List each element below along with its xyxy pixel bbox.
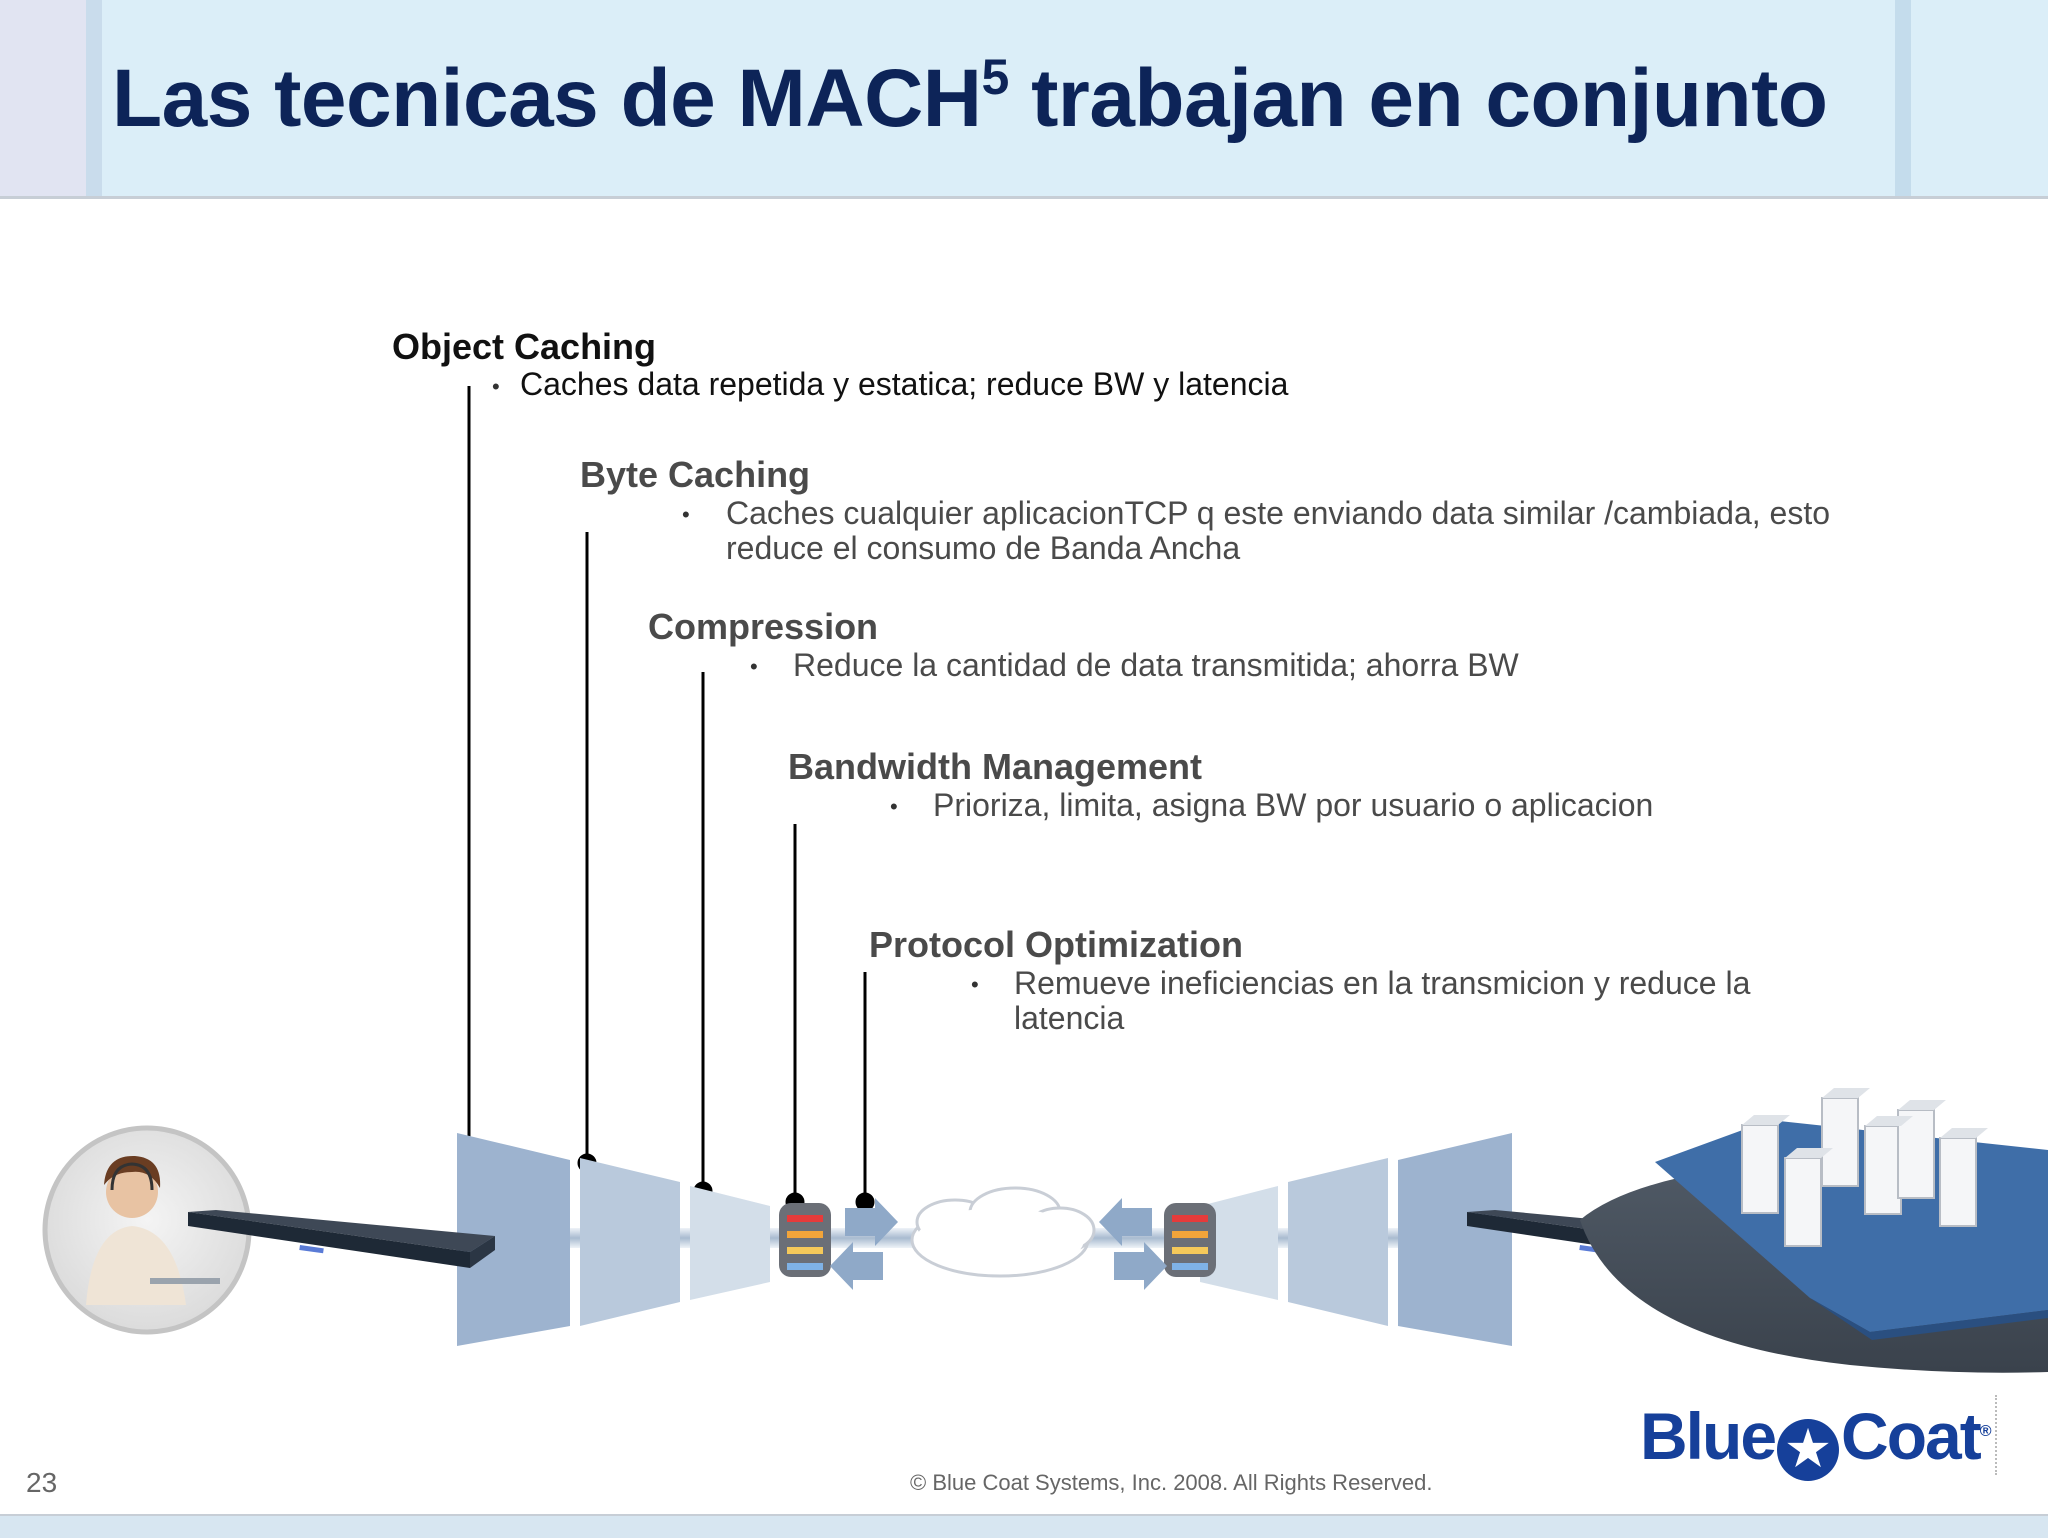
- logo-star-icon: ★: [1777, 1419, 1840, 1481]
- bullet: •: [890, 794, 898, 819]
- blue-coat-logo: Blue★Coat®: [1640, 1398, 1991, 1481]
- footer-band: [0, 1514, 2048, 1538]
- right-funnel: [1200, 1133, 1512, 1346]
- page-number: 23: [26, 1467, 58, 1498]
- server-cluster-icon: [1580, 1088, 2048, 1373]
- slide-title: Las tecnicas de MACH5 trabajan en conjun…: [112, 48, 1828, 144]
- header-accent-band: [86, 0, 102, 196]
- arrow-icon: [830, 1198, 1167, 1290]
- slide-header: [0, 0, 2048, 199]
- technique-heading-protocol-optimization: Protocol Optimization: [869, 924, 1243, 965]
- copyright-notice: © Blue Coat Systems, Inc. 2008. All Righ…: [910, 1470, 1433, 1495]
- technique-desc-byte-caching: Caches cualquier aplicacionTCP q este en…: [726, 495, 1831, 566]
- qos-queue-icon: [1164, 1203, 1216, 1277]
- header-accent-band-right: [1895, 0, 1911, 196]
- bullet: •: [492, 374, 500, 399]
- technique-desc-object-caching: Caches data repetida y estatica; reduce …: [520, 366, 1289, 402]
- technique-heading-bandwidth-management: Bandwidth Management: [788, 746, 1203, 787]
- bullet: •: [682, 502, 690, 527]
- header-left-band: [0, 0, 86, 196]
- technique-heading-byte-caching: Byte Caching: [580, 454, 811, 495]
- technique-heading-compression: Compression: [648, 606, 879, 647]
- qos-queue-icon: [779, 1203, 831, 1277]
- technique-desc-protocol-optimization: Remueve ineficiencias en la transmicion …: [1014, 965, 1751, 1036]
- bullet: •: [750, 654, 758, 679]
- bullet: •: [971, 972, 979, 997]
- technique-desc-compression: Reduce la cantidad de data transmitida; …: [793, 647, 1519, 683]
- left-funnel: [457, 1133, 770, 1346]
- technique-heading-object-caching: Object Caching: [392, 326, 657, 367]
- leader-lines: [459, 386, 875, 1212]
- logo-divider: [1995, 1395, 1997, 1475]
- appliance-icon: [188, 1210, 495, 1268]
- user-headset-icon: [42, 1125, 252, 1335]
- technique-desc-bandwidth-management: Prioriza, limita, asigna BW por usuario …: [933, 787, 1654, 823]
